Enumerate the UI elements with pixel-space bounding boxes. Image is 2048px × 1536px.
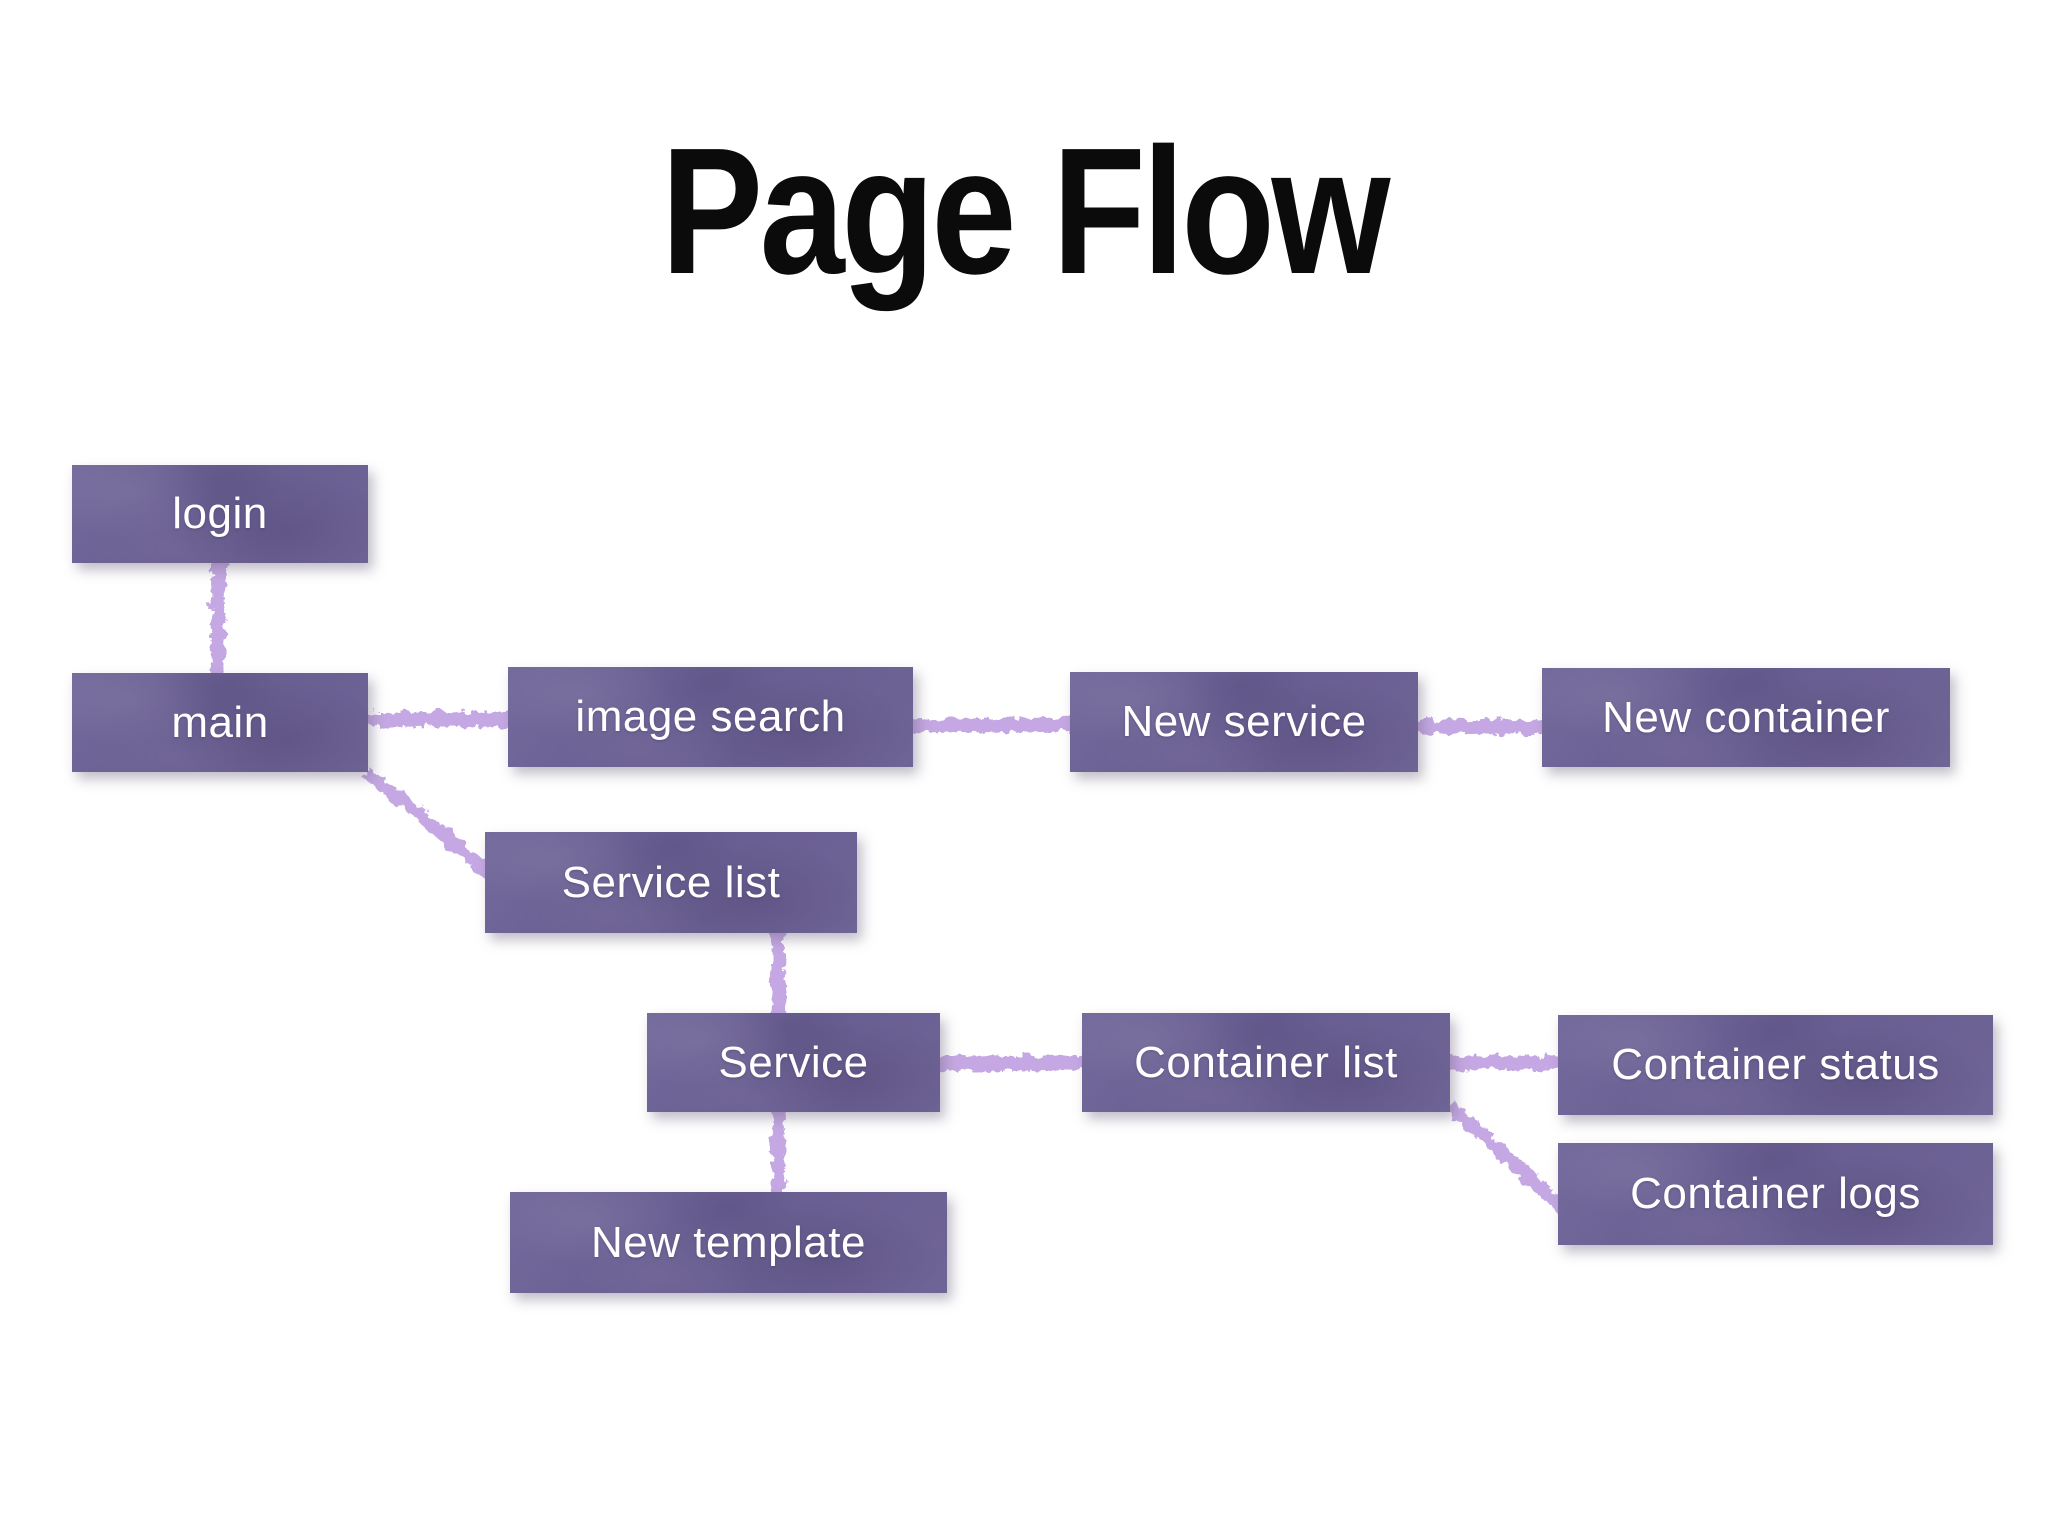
node-image-search: image search <box>508 667 913 767</box>
edge-main-service-list <box>361 766 499 882</box>
page-title: Page Flow <box>660 111 1390 312</box>
node-new-template: New template <box>510 1192 947 1293</box>
node-main: main <box>72 673 368 772</box>
node-container-logs: Container logs <box>1558 1143 1993 1245</box>
node-image-search-label: image search <box>575 692 846 741</box>
node-new-service: New service <box>1070 672 1418 772</box>
node-container-list-label: Container list <box>1134 1037 1398 1087</box>
node-container-status: Container status <box>1558 1015 1993 1115</box>
node-new-service-label: New service <box>1121 697 1367 746</box>
node-service-label: Service <box>718 1037 869 1087</box>
edge-container-list-container-logs <box>1445 1100 1577 1222</box>
node-login-label: login <box>172 489 268 538</box>
node-container-logs-label: Container logs <box>1630 1169 1921 1218</box>
node-service-list-label: Service list <box>561 857 781 907</box>
node-new-container-label: New container <box>1602 692 1890 742</box>
node-service: Service <box>647 1013 940 1112</box>
node-main-label: main <box>171 697 269 747</box>
node-container-status-label: Container status <box>1611 1040 1940 1089</box>
node-new-container: New container <box>1542 668 1950 767</box>
node-login: login <box>72 465 368 563</box>
node-container-list: Container list <box>1082 1013 1450 1112</box>
node-service-list: Service list <box>485 832 857 933</box>
node-new-template-label: New template <box>590 1217 866 1267</box>
